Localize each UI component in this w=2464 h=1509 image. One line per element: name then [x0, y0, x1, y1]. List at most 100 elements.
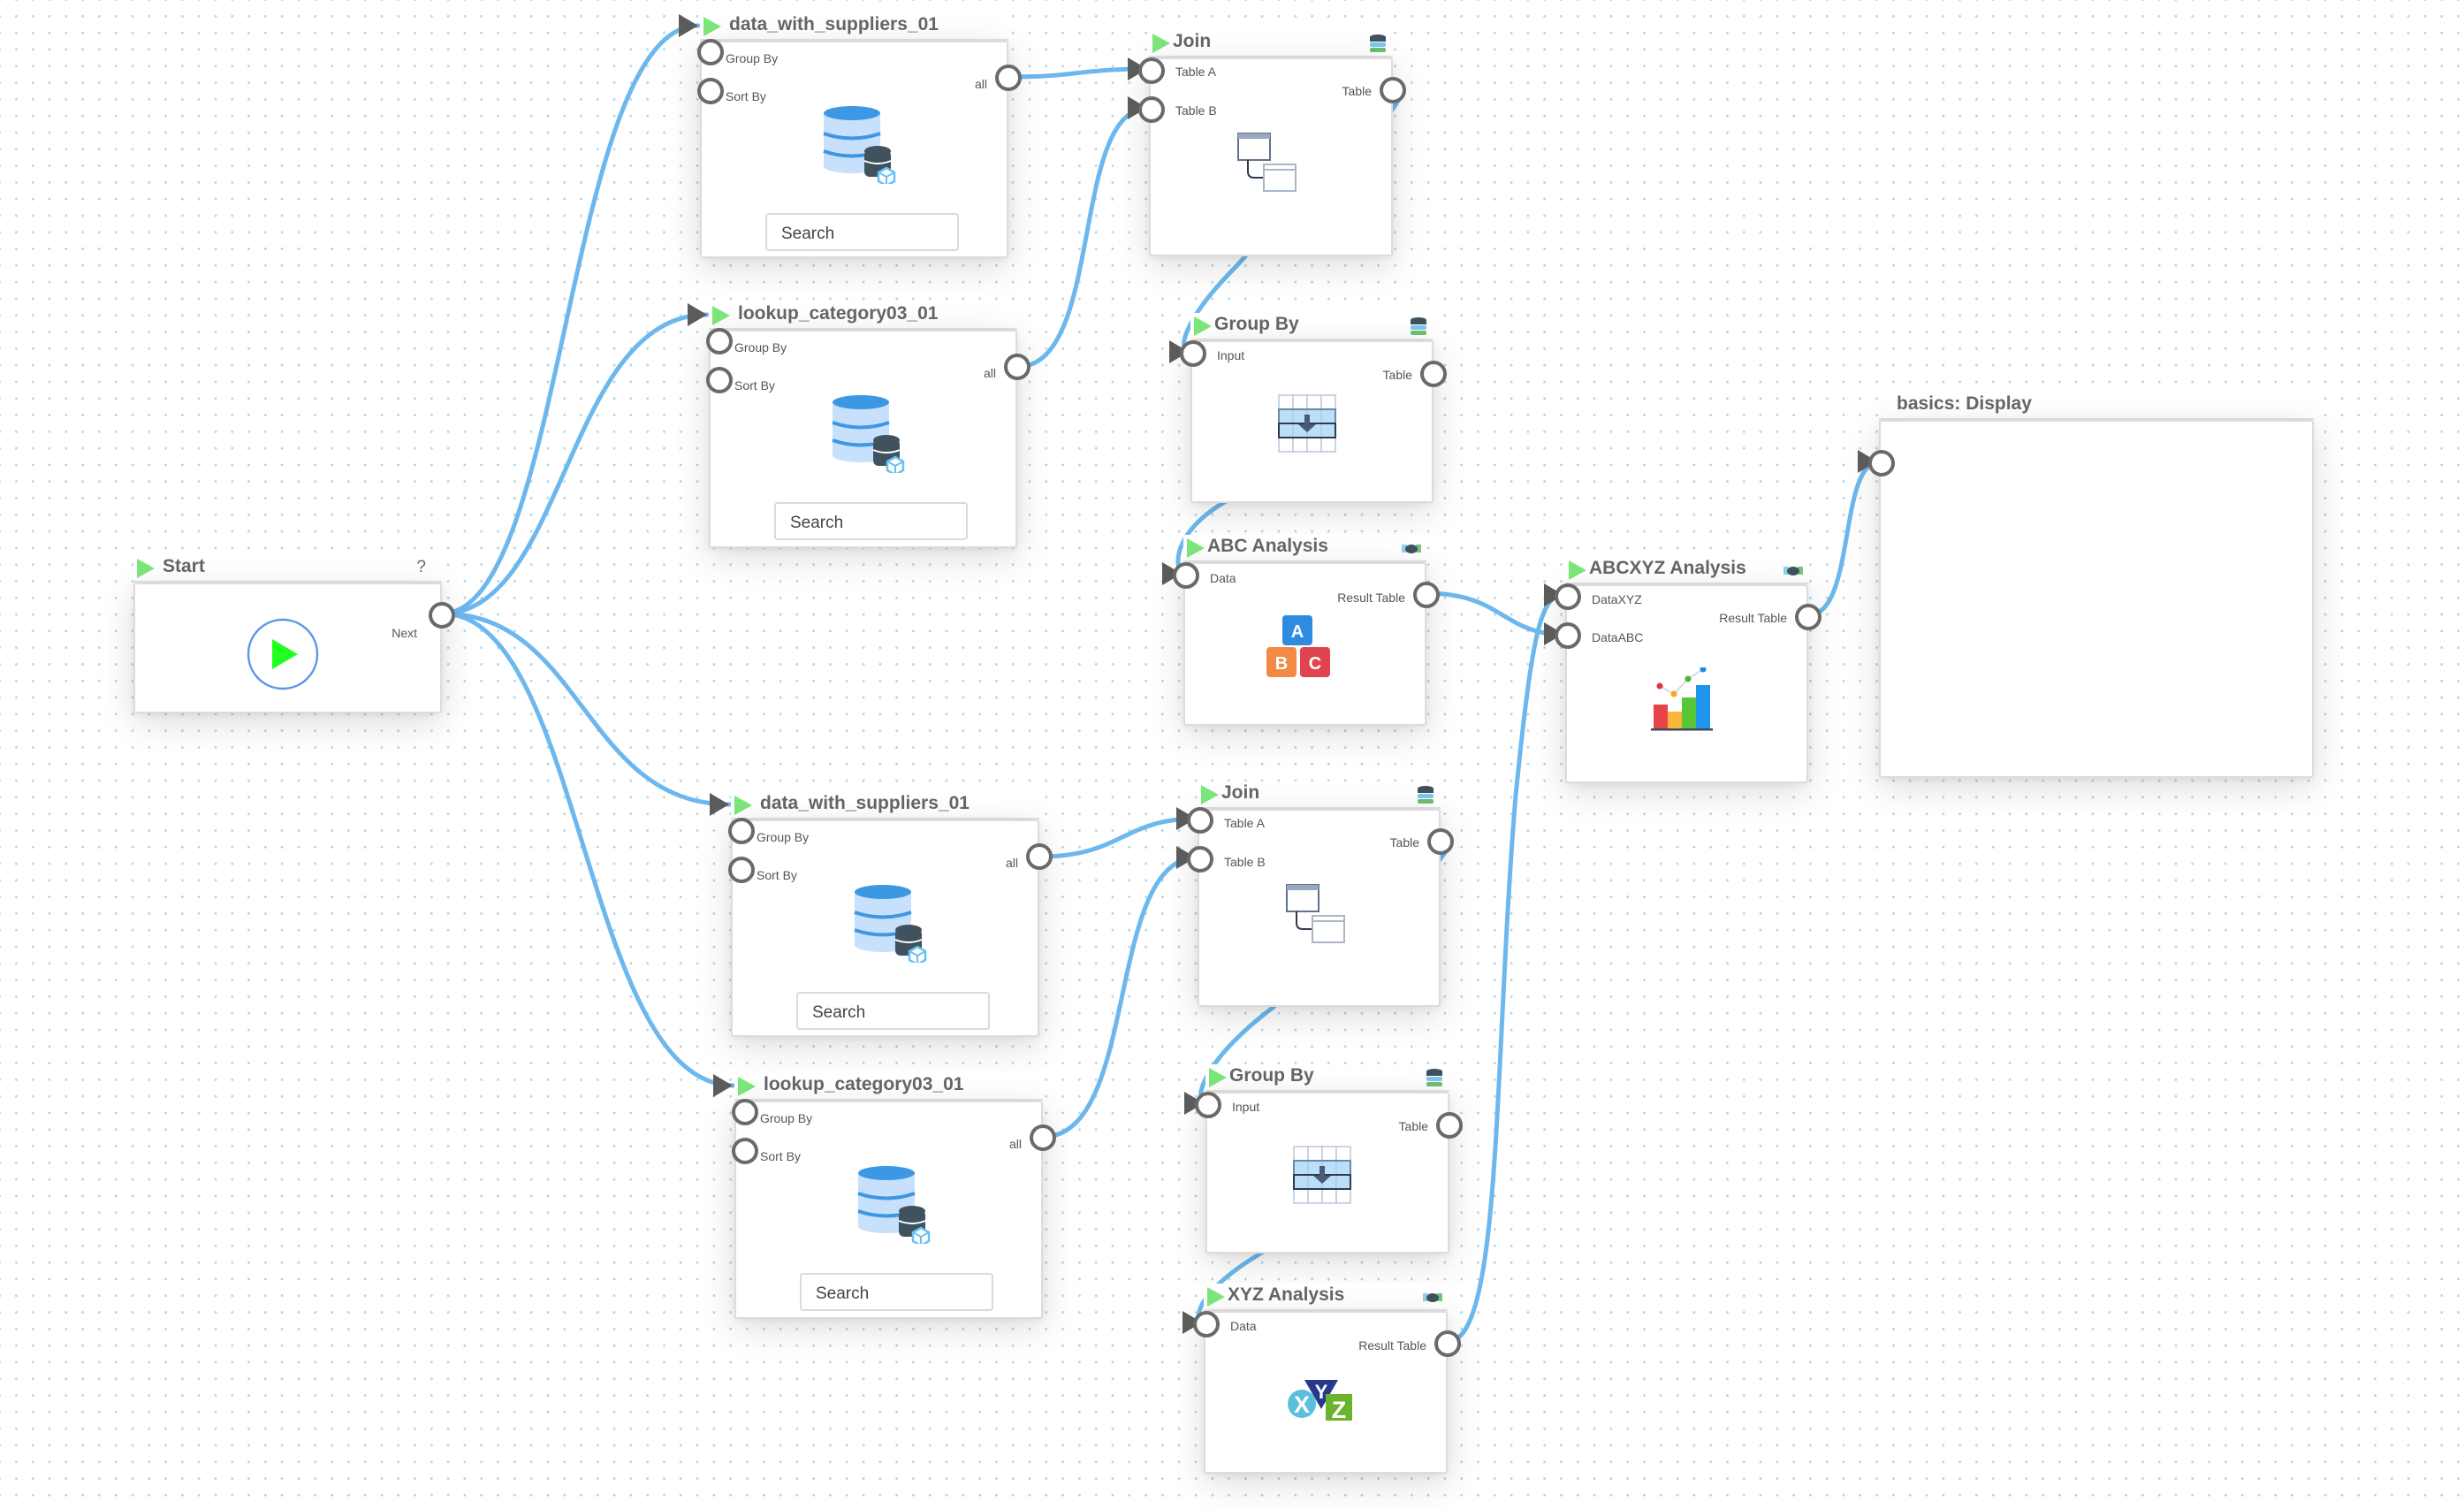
output-port-table[interactable] — [1436, 1112, 1463, 1139]
node-lookup-category-bottom[interactable]: lookup_category03_01 Group By Sort By al… — [713, 1073, 1056, 1319]
search-input[interactable]: Search — [796, 992, 990, 1030]
node-header[interactable]: Group By — [1190, 313, 1434, 340]
input-port-sort-by[interactable] — [706, 367, 733, 393]
run-triangle-icon[interactable] — [1207, 1287, 1225, 1307]
output-port-all[interactable] — [1030, 1124, 1056, 1151]
run-triangle-icon[interactable] — [1569, 560, 1586, 580]
output-port-table[interactable] — [1420, 361, 1447, 387]
input-port-display[interactable] — [1868, 450, 1895, 476]
node-body: Group By Sort By all Search — [709, 330, 1017, 548]
node-title: XYZ Analysis — [1228, 1284, 1345, 1305]
node-group-by-bottom[interactable]: Group By Input Table — [1184, 1064, 1463, 1254]
input-port-group-by[interactable] — [706, 328, 733, 354]
node-header[interactable]: lookup_category03_01 — [709, 302, 1017, 330]
run-triangle-icon[interactable] — [738, 1077, 756, 1096]
input-port-group-by[interactable] — [697, 39, 724, 65]
port-label-group-by: Group By — [760, 1111, 813, 1125]
input-port-table-a[interactable] — [1187, 807, 1213, 834]
node-header[interactable]: Group By — [1205, 1064, 1449, 1092]
node-xyz-analysis[interactable]: XYZ Analysis Data Result Table X Y Z — [1183, 1284, 1461, 1474]
input-port-data[interactable] — [1193, 1311, 1220, 1338]
search-input[interactable]: Search — [800, 1273, 993, 1311]
input-port-data-xyz[interactable] — [1555, 583, 1581, 610]
port-label-all: all — [1008, 1137, 1022, 1151]
run-triangle-icon[interactable] — [1152, 34, 1170, 53]
run-input-arrow-icon — [688, 303, 707, 326]
run-triangle-icon[interactable] — [1201, 785, 1219, 804]
wire-xyz-to-abcxyz[interactable] — [1445, 592, 1568, 1345]
wire-start-to-lookup-bottom[interactable] — [439, 611, 736, 1088]
node-header[interactable]: XYZ Analysis — [1204, 1284, 1448, 1311]
help-icon[interactable]: ? — [416, 558, 426, 576]
run-triangle-icon[interactable] — [1209, 1068, 1227, 1087]
output-port-all[interactable] — [1026, 843, 1053, 870]
port-label-data-abc: DataABC — [1592, 630, 1644, 644]
play-circle-icon[interactable] — [246, 617, 320, 691]
wire-start-to-lookup-top[interactable] — [439, 312, 710, 616]
run-triangle-icon[interactable] — [703, 17, 721, 36]
wire-start-to-ds-bottom[interactable] — [439, 611, 733, 807]
node-display[interactable]: basics: Display — [1858, 392, 2314, 778]
node-header[interactable]: Start ? — [133, 555, 442, 583]
run-triangle-icon[interactable] — [734, 796, 752, 815]
run-triangle-icon[interactable] — [1187, 538, 1205, 558]
node-header[interactable]: Join — [1149, 30, 1393, 57]
input-port-group-by[interactable] — [732, 1099, 758, 1125]
input-port-sort-by[interactable] — [697, 78, 724, 104]
node-header[interactable]: basics: Display — [1879, 392, 2314, 420]
node-header[interactable]: data_with_suppliers_01 — [731, 792, 1039, 819]
input-port-input[interactable] — [1195, 1092, 1221, 1118]
input-port-sort-by[interactable] — [728, 857, 755, 883]
output-port-all[interactable] — [995, 65, 1022, 91]
node-join-top[interactable]: Join Table A Table B Table — [1128, 30, 1406, 256]
port-label-sort-by: Sort By — [757, 868, 797, 882]
node-data-with-suppliers-bottom[interactable]: data_with_suppliers_01 Group By Sort By … — [710, 792, 1053, 1037]
node-lookup-category-top[interactable]: lookup_category03_01 Group By Sort By al… — [688, 302, 1030, 548]
node-header[interactable]: lookup_category03_01 — [734, 1073, 1043, 1101]
run-triangle-icon[interactable] — [1194, 316, 1212, 336]
input-port-group-by[interactable] — [728, 818, 755, 844]
block-letter-c: C — [1309, 654, 1321, 674]
output-port-table[interactable] — [1427, 828, 1454, 855]
input-port-data-abc[interactable] — [1555, 622, 1581, 649]
input-port-sort-by[interactable] — [732, 1138, 758, 1164]
node-header[interactable]: ABCXYZ Analysis — [1565, 557, 1808, 584]
node-body: Input Table — [1190, 340, 1434, 503]
node-group-by-top[interactable]: Group By Input Table — [1169, 313, 1447, 503]
port-label-table-b: Table B — [1175, 103, 1217, 118]
input-port-table-a[interactable] — [1138, 57, 1165, 84]
wire-ds-bottom-to-join-a[interactable] — [1037, 816, 1200, 859]
wire-lookup-bottom-to-join-b[interactable] — [1040, 855, 1200, 1139]
node-abc-analysis[interactable]: ABC Analysis Data Result Table A B C — [1162, 535, 1440, 726]
output-port-next[interactable] — [429, 602, 455, 629]
search-input[interactable]: Search — [774, 502, 968, 540]
run-triangle-icon[interactable] — [712, 306, 730, 325]
node-body: Data Result Table A B C — [1183, 562, 1426, 726]
wire-abcxyz-to-display[interactable] — [1806, 460, 1882, 618]
run-triangle-icon[interactable] — [137, 559, 155, 578]
wire-lookup-top-to-join-b[interactable] — [1015, 105, 1152, 370]
wire-ds-top-to-join-a[interactable] — [1006, 66, 1152, 80]
output-port-table[interactable] — [1380, 77, 1406, 103]
input-port-data[interactable] — [1173, 562, 1199, 589]
output-port-result-table[interactable] — [1434, 1330, 1461, 1357]
node-abcxyz-analysis[interactable]: ABCXYZ Analysis DataXYZ DataABC Result T… — [1544, 557, 1821, 783]
input-port-input[interactable] — [1180, 340, 1206, 367]
node-header[interactable]: ABC Analysis — [1183, 535, 1426, 562]
node-start[interactable]: Start ? Next — [133, 555, 455, 713]
port-label-table: Table — [1342, 84, 1372, 98]
node-data-with-suppliers-top[interactable]: data_with_suppliers_01 Group By Sort By … — [679, 13, 1022, 258]
node-body: Group By Sort By all Search — [731, 819, 1039, 1037]
port-label-table-a: Table A — [1175, 65, 1216, 79]
output-port-result-table[interactable] — [1413, 582, 1440, 608]
output-port-all[interactable] — [1004, 354, 1030, 380]
wire-start-to-ds-top[interactable] — [439, 23, 701, 616]
input-port-table-b[interactable] — [1187, 846, 1213, 873]
search-input[interactable]: Search — [765, 213, 959, 251]
port-label-table-b: Table B — [1224, 855, 1266, 869]
input-port-table-b[interactable] — [1138, 96, 1165, 123]
output-port-result-table[interactable] — [1795, 604, 1821, 630]
node-header[interactable]: Join — [1198, 781, 1441, 809]
node-join-bottom[interactable]: Join Table A Table B Table — [1176, 781, 1454, 1007]
node-header[interactable]: data_with_suppliers_01 — [700, 13, 1008, 41]
